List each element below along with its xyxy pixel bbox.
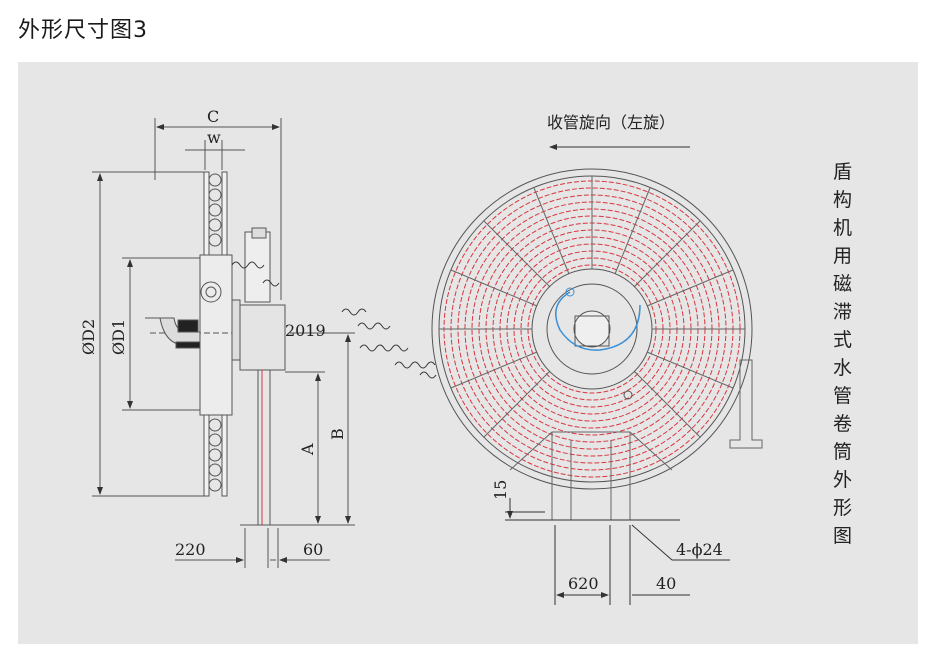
direction-label: 收管旋向（左旋） (547, 113, 675, 132)
dim-40-label: 40 (656, 574, 676, 593)
caption-char: 水 (833, 357, 852, 379)
caption-char: 卷 (833, 413, 852, 435)
dim-c-label: C (207, 107, 219, 126)
dim-od2-label: ØD2 (79, 319, 98, 355)
hose-coils-side (208, 173, 222, 492)
front-view (431, 144, 763, 605)
side-view (92, 118, 355, 568)
holes-label: 4-ϕ24 (676, 540, 723, 559)
dim-od1-label: ØD1 (109, 319, 128, 355)
caption-char: 形 (833, 497, 852, 519)
drawing-panel (18, 62, 918, 644)
dim-220-label: 220 (175, 540, 206, 559)
caption-char: 机 (833, 217, 852, 239)
caption-char: 管 (833, 385, 852, 407)
caption-char: 式 (833, 329, 852, 351)
caption-char: 筒 (833, 441, 852, 463)
spokes (439, 176, 745, 438)
dim-b-label: B (328, 428, 347, 440)
caption-char: 磁 (833, 273, 852, 295)
side-caption: 盾 构 机 用 磁 滞 式 水 管 卷 筒 外 形 图 (833, 161, 852, 547)
page-title: 外形尺寸图3 (18, 18, 148, 43)
dim-15-label: 15 (491, 480, 510, 500)
sketch-marks (231, 261, 437, 379)
caption-char: 盾 (833, 161, 852, 183)
caption-char: 外 (833, 469, 852, 491)
dim-60-label: 60 (303, 540, 323, 559)
caption-char: 滞 (833, 301, 852, 323)
caption-char: 构 (833, 189, 852, 211)
dim-a-label: A (298, 443, 317, 456)
dim-620-label: 620 (568, 574, 599, 593)
caption-char: 用 (833, 245, 852, 267)
caption-char: 图 (833, 525, 852, 547)
dim-w-label: w (207, 128, 221, 147)
model-label: 2019 (285, 321, 326, 340)
